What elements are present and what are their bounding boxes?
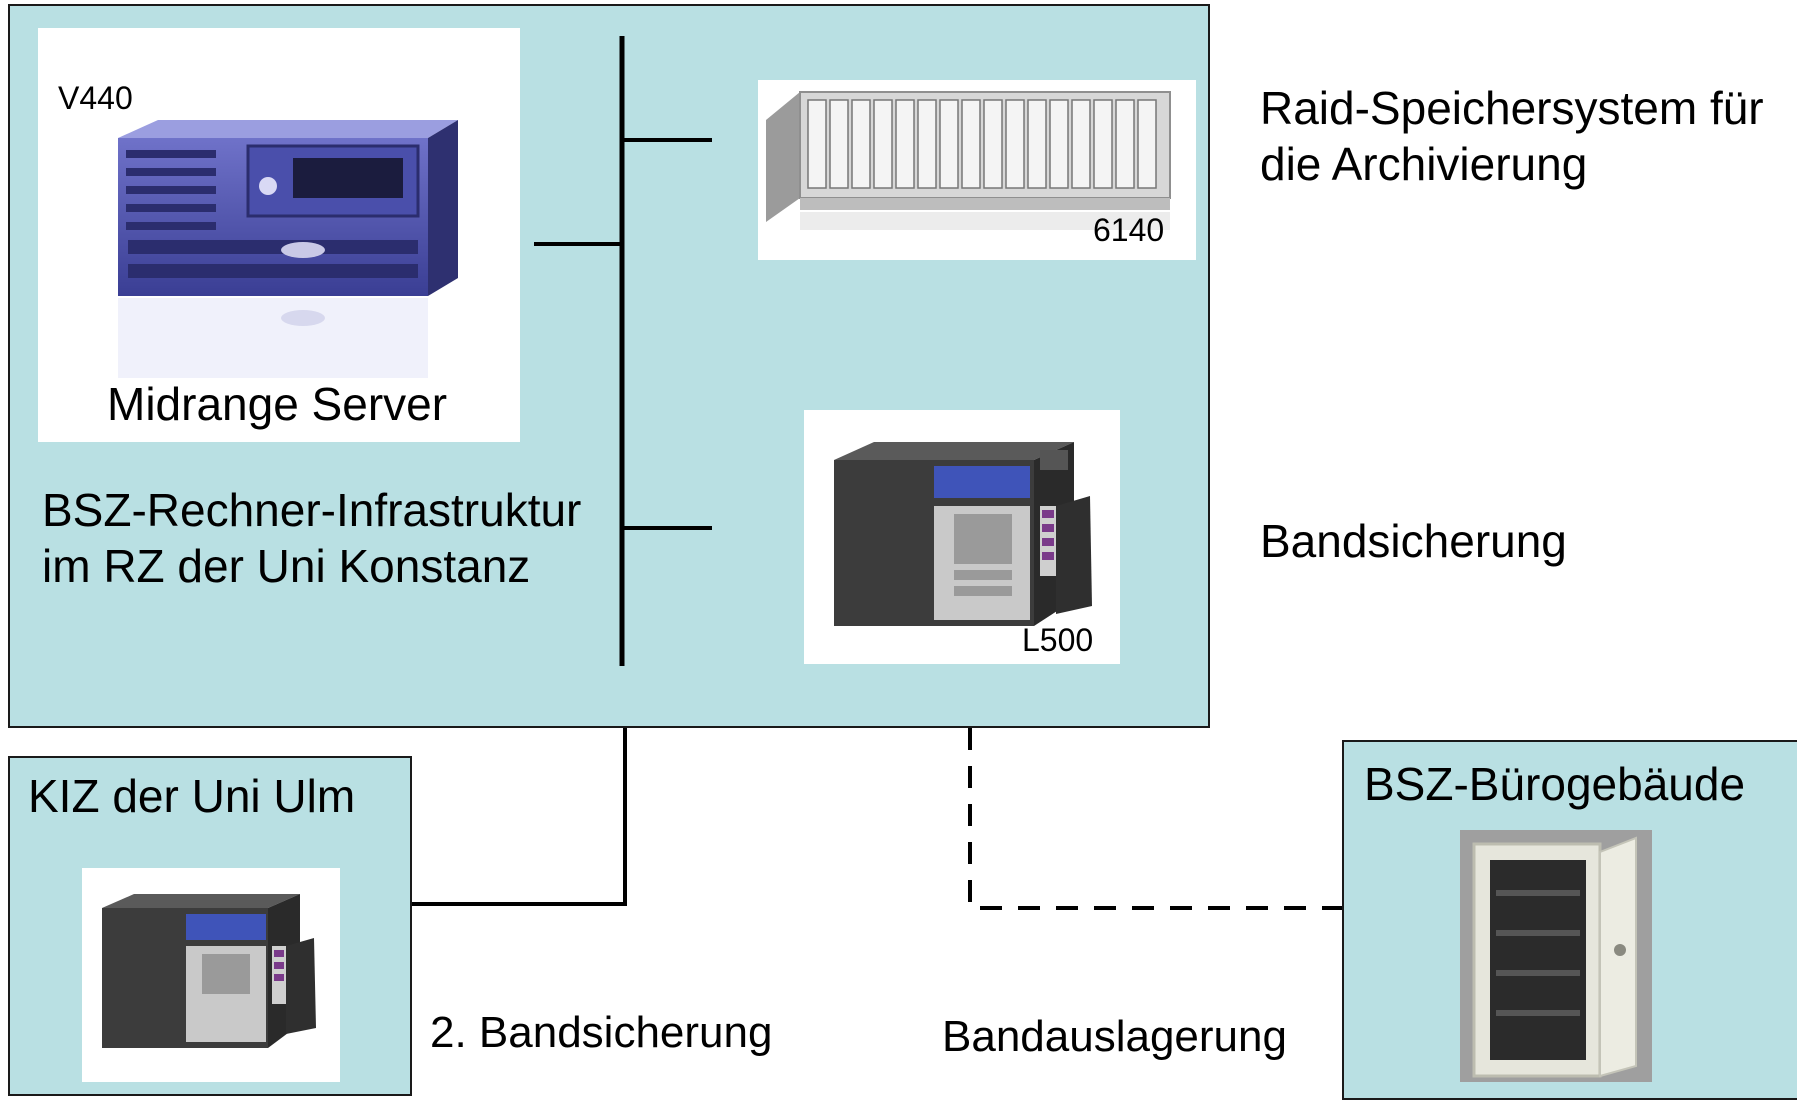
- ulm-tape-card: [82, 868, 340, 1082]
- raid-description-line1: Raid-Speichersystem für: [1260, 82, 1764, 134]
- safe-card: [1460, 830, 1652, 1082]
- tape-card: [804, 410, 1120, 664]
- infra-label-line1: BSZ-Rechner-Infrastruktur: [42, 484, 582, 536]
- offsite-dashed-line: [968, 728, 1342, 910]
- raid-card: [758, 80, 1196, 260]
- infra-label-line2: im RZ der Uni Konstanz: [42, 540, 531, 592]
- raid-model-label: 6140: [1093, 212, 1165, 248]
- server-card: [38, 28, 520, 442]
- tape-model-label: L500: [1022, 622, 1094, 658]
- raid-description-line2: die Archivierung: [1260, 138, 1588, 190]
- disk-array-icon: [766, 91, 1171, 230]
- ulm-title: KIZ der Uni Ulm: [28, 770, 356, 822]
- tape-description: Bandsicherung: [1260, 515, 1567, 567]
- server-model-label: V440: [58, 80, 133, 116]
- safe-icon: [1460, 830, 1652, 1082]
- tape-library-icon: [102, 894, 316, 1048]
- rack-server-icon: [118, 120, 458, 378]
- second-backup-label: 2. Bandsicherung: [430, 1008, 773, 1057]
- offsite-label: Bandauslagerung: [942, 1012, 1287, 1061]
- office-title: BSZ-Bürogebäude: [1364, 758, 1746, 810]
- server-caption: Midrange Server: [107, 378, 448, 430]
- tape-library-icon: [834, 442, 1092, 626]
